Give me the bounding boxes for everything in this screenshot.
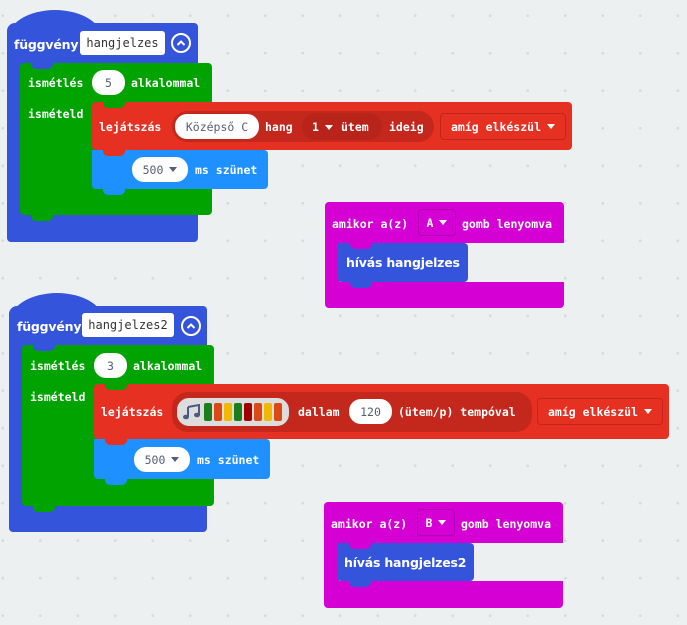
chevron-down-icon (438, 520, 447, 525)
repeat-label: ismétlés (30, 359, 86, 373)
call-label: hívás hangjelzes (346, 255, 460, 270)
melody-cells (204, 403, 284, 421)
tempo-input[interactable]: 120 (349, 399, 392, 424)
repeat-count-input[interactable]: 3 (94, 353, 127, 378)
collapse-button[interactable] (171, 33, 191, 53)
call-notch (349, 543, 371, 549)
play-mode-dropdown[interactable]: amíg elkészül (440, 113, 566, 140)
pause-bottom-tab (103, 189, 125, 195)
music-note-icon (183, 404, 200, 420)
repeat-times-label: alkalommal (133, 359, 203, 373)
event-pressed-label: gomb lenyomva (462, 217, 553, 231)
call-bottom-tab (350, 282, 372, 288)
melody-label: dallam (298, 405, 340, 419)
melody-note-cell (244, 403, 252, 421)
pause-value-dropdown[interactable]: 500 (132, 157, 188, 182)
repeat-count-input[interactable]: 5 (92, 70, 125, 95)
repeat-label: ismétlés (28, 76, 84, 90)
melody-note-cell (214, 403, 222, 421)
button-dropdown[interactable]: B (417, 509, 455, 536)
repeat-notch (31, 63, 53, 69)
function-name-field[interactable]: hangjelzes (80, 31, 165, 55)
beat-label: ütem (341, 120, 369, 134)
function-name-field[interactable]: hangjelzes2 (82, 313, 174, 337)
note-label: hang (265, 120, 293, 134)
event-when-label: amikor a(z) (331, 517, 408, 531)
pause-label: ms szünet (197, 453, 260, 467)
play-mode-dropdown[interactable]: amíg elkészül (537, 398, 663, 425)
chevron-up-circle-icon (176, 40, 186, 46)
tempo-label: (ütem/p) tempóval (398, 405, 516, 419)
call-block[interactable] (338, 243, 468, 282)
pause-value-dropdown[interactable]: 500 (134, 447, 190, 472)
chevron-up-circle-icon (186, 323, 196, 329)
pause-bottom-tab (105, 479, 127, 485)
event-when-label: amikor a(z) (332, 217, 409, 231)
chevron-down-icon (169, 167, 178, 172)
chevron-down-icon (547, 124, 555, 129)
melody-note-cell (204, 403, 212, 421)
melody-note-cell (234, 403, 242, 421)
function-keyword: függvény (14, 37, 79, 52)
chevron-down-icon (644, 409, 652, 414)
note-input[interactable]: Középső C (175, 114, 259, 139)
melody-note-cell (264, 403, 272, 421)
pause-notch (103, 150, 125, 156)
call-block[interactable] (337, 543, 474, 581)
repeat-bottom-tab (33, 506, 55, 512)
pause-label: ms szünet (195, 163, 258, 177)
melody-note-cell (224, 403, 232, 421)
pause-notch (105, 439, 127, 445)
beat-reporter[interactable] (302, 113, 382, 140)
play-label: lejátszás (101, 405, 164, 419)
melody-editor[interactable] (175, 396, 291, 428)
chevron-down-icon (171, 457, 180, 462)
call-bottom-tab (349, 581, 371, 587)
chevron-down-icon (324, 125, 333, 130)
repeat-do-label: ismételd (28, 107, 84, 121)
call-notch (350, 243, 372, 249)
repeat-bottom-tab (31, 215, 53, 221)
repeat-notch (33, 345, 55, 351)
until-label: ideig (389, 120, 424, 134)
button-dropdown[interactable]: A (418, 209, 456, 236)
play-label: lejátszás (99, 120, 162, 134)
repeat-times-label: alkalommal (131, 76, 201, 90)
play-notch (103, 102, 125, 108)
play-notch (105, 384, 127, 390)
melody-note-cell (254, 403, 262, 421)
collapse-button[interactable] (181, 316, 201, 336)
function-keyword: függvény (17, 319, 82, 334)
chevron-down-icon (439, 220, 448, 225)
melody-note-cell (274, 403, 282, 421)
repeat-do-label: ismételd (30, 390, 86, 404)
beat-value[interactable]: 1 (312, 120, 333, 134)
call-label: hívás hangjelzes2 (344, 555, 467, 570)
event-pressed-label: gomb lenyomva (461, 517, 552, 531)
